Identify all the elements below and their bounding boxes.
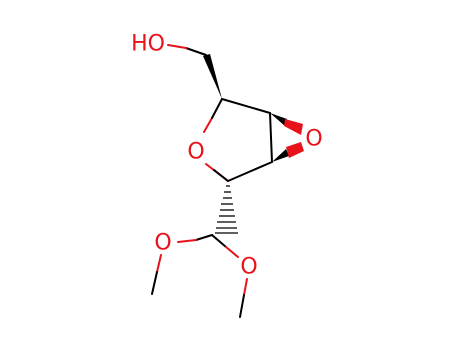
wedge-c4-ch2 (203, 54, 222, 99)
hash-c1-acetal (215, 185, 238, 234)
bond-acetal-o1-red (177, 239, 197, 243)
epoxide-oxygen-label: O (305, 127, 322, 152)
hydroxyl-label: HO (131, 32, 165, 57)
bond-acetal-o1 (195, 234, 213, 241)
bond-c3-c2 (269, 112, 273, 163)
bond-ch2-oh-red (167, 44, 187, 49)
wedge-epoxide-lower-red (286, 142, 304, 158)
bond-ring-o-c4 (203, 117, 213, 133)
bond-o2-methyl (239, 294, 245, 318)
ring-oxygen-label: O (187, 140, 204, 165)
methoxy-oxygen-2-label: O (240, 255, 257, 280)
bond-o2-methyl-red (243, 278, 248, 296)
bond-c1-ring-o-black (213, 169, 229, 182)
bond-c4-c3 (221, 98, 271, 114)
bond-acetal-o2 (211, 234, 227, 248)
bond-ch2-oh (185, 47, 207, 56)
bond-o1-methyl (151, 271, 158, 295)
bond-acetal-o2-red (225, 246, 239, 258)
bond-o1-methyl-red (156, 254, 162, 273)
wedge-epoxide-lower-dark (272, 149, 289, 162)
methoxy-oxygen-1-label: O (154, 231, 171, 256)
wedge-epoxide-upper-dark (270, 113, 287, 126)
bond-c2-c1 (227, 161, 273, 182)
bond-ring-o-c4-black (211, 98, 223, 119)
wedge-epoxide-upper-red (284, 119, 303, 135)
